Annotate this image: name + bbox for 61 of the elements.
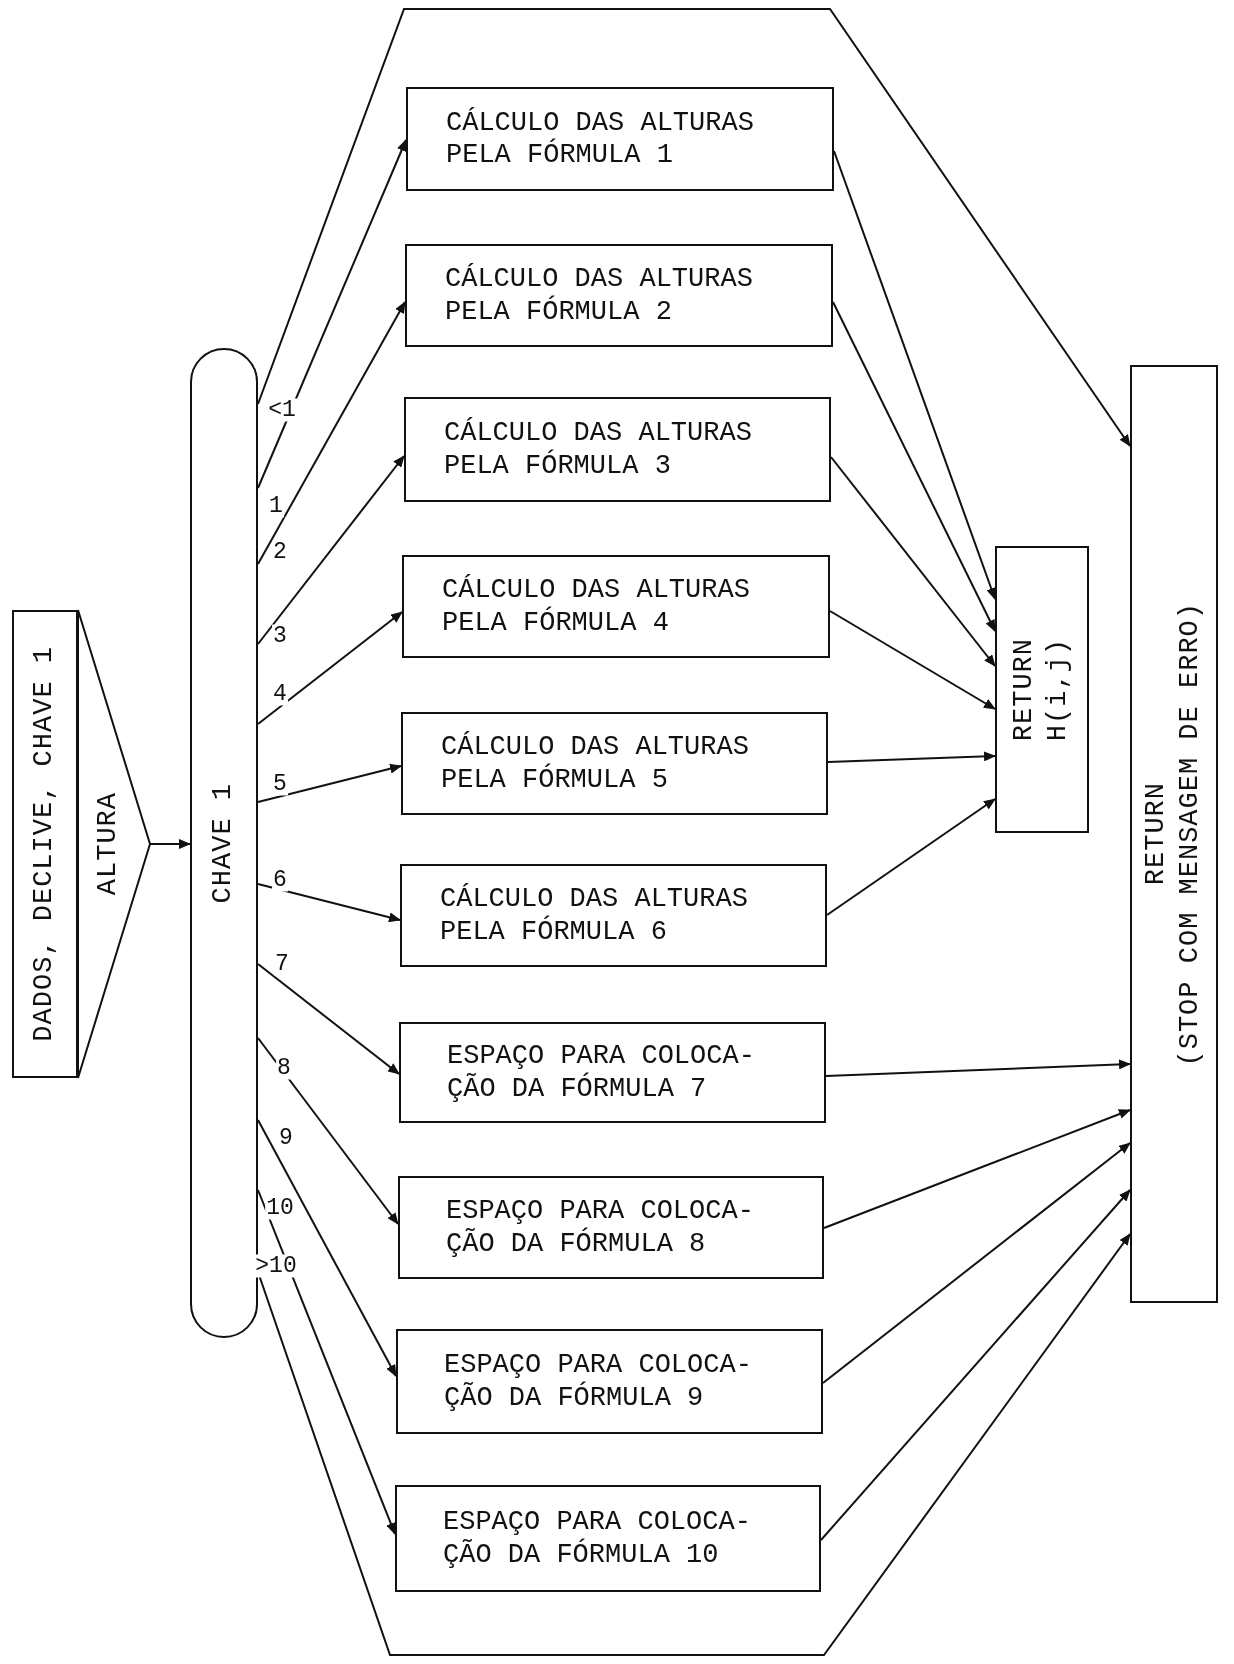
box-text: CÁLCULO DAS ALTURAS PELA FÓRMULA 3	[444, 417, 753, 482]
box-text: RETURN	[1010, 637, 1040, 742]
arrow	[822, 1142, 1131, 1384]
box-text: CÁLCULO DAS ALTURAS PELA FÓRMULA 2	[445, 263, 754, 328]
arrow	[257, 611, 403, 725]
edge-label: <1	[267, 398, 297, 422]
box-text: CÁLCULO DAS ALTURAS PELA FÓRMULA 4	[442, 574, 751, 639]
process-box	[1130, 365, 1218, 1303]
edge-label: 7	[274, 952, 290, 976]
box-text: DADOS, DECLIVE, CHAVE 1	[30, 646, 60, 1042]
arrow	[149, 839, 191, 849]
process-box	[12, 610, 78, 1078]
edge-label: 8	[276, 1056, 292, 1080]
edge-label: 4	[272, 682, 288, 706]
edge-label: 6	[272, 868, 288, 892]
arrow	[257, 8, 1131, 447]
arrow	[257, 455, 405, 645]
arrow	[257, 1037, 399, 1225]
arrow	[820, 1189, 1131, 1541]
edge-label: >10	[254, 1254, 298, 1278]
process-box	[402, 555, 830, 658]
edge-label: 5	[272, 772, 288, 796]
process-box	[401, 712, 828, 815]
arrow	[257, 763, 402, 803]
process-box	[995, 546, 1089, 833]
arrow	[257, 963, 400, 1075]
arrow	[257, 1233, 1131, 1656]
arrow	[826, 798, 996, 916]
arrow	[829, 610, 996, 710]
process-box	[398, 1176, 824, 1279]
box-text: ESPAÇO PARA COLOCA- ÇÃO DA FÓRMULA 8	[446, 1195, 755, 1260]
process-box	[406, 87, 834, 191]
process-box	[405, 244, 833, 347]
box-text: RETURN	[1142, 782, 1172, 886]
box-text: ESPAÇO PARA COLOCA- ÇÃO DA FÓRMULA 10	[443, 1506, 752, 1571]
process-box	[396, 1329, 823, 1434]
arrow	[827, 751, 996, 763]
edge-label: 10	[265, 1196, 295, 1220]
arrow	[257, 1119, 397, 1377]
arrow	[257, 883, 401, 923]
box-text: CÁLCULO DAS ALTURAS PELA FÓRMULA 1	[446, 106, 755, 172]
arrow	[257, 139, 407, 489]
arrow	[257, 1189, 396, 1535]
box-text: ESPAÇO PARA COLOCA- ÇÃO DA FÓRMULA 7	[447, 1040, 756, 1105]
box-text: H(i,j)	[1044, 637, 1074, 742]
arrow	[830, 456, 996, 667]
edge-label: 1	[268, 494, 284, 518]
box-text: (STOP COM MENSAGEM DE ERRO)	[1176, 601, 1206, 1067]
process-box	[404, 397, 831, 502]
process-box	[395, 1485, 821, 1592]
triangle-text: ALTURA	[94, 792, 124, 896]
arrow	[257, 301, 406, 565]
arrow	[832, 301, 996, 632]
box-text: CÁLCULO DAS ALTURAS PELA FÓRMULA 5	[441, 731, 750, 796]
arrow	[825, 1059, 1131, 1077]
box-text: ESPAÇO PARA COLOCA- ÇÃO DA FÓRMULA 9	[444, 1349, 753, 1414]
process-box	[399, 1022, 826, 1123]
box-text: CÁLCULO DAS ALTURAS PELA FÓRMULA 6	[440, 883, 749, 948]
pill-text: CHAVE 1	[209, 782, 239, 904]
arrow	[823, 1109, 1131, 1229]
process-box	[400, 864, 827, 967]
